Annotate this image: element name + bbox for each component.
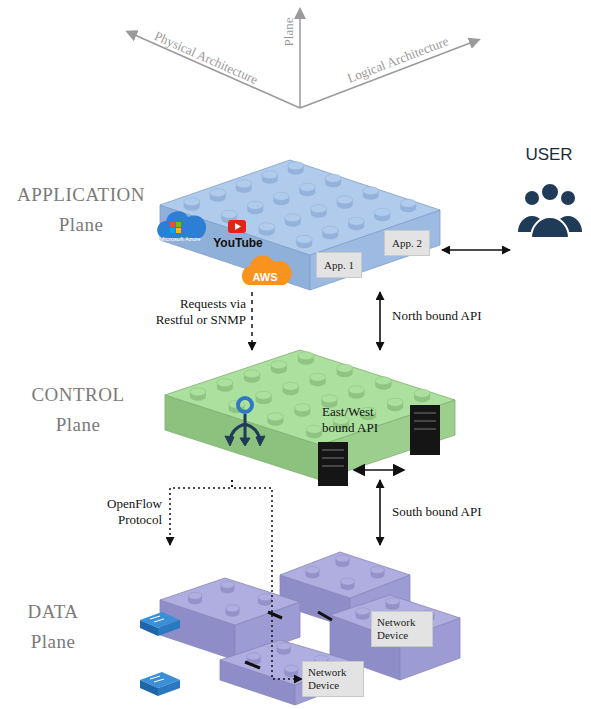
edge-label: North bound API	[392, 308, 522, 324]
connector	[251, 292, 253, 350]
axes	[128, 10, 478, 108]
application-plane: APPLICATION PlaneApp. 1App. 2	[160, 150, 442, 292]
axis-label: Physical Architecture	[152, 28, 260, 88]
block-studs	[190, 352, 430, 439]
connector	[232, 480, 302, 679]
box-label: App. 2	[392, 237, 422, 249]
axis-label: Logical Architecture	[345, 33, 451, 86]
east-west-arrow	[354, 469, 404, 471]
data-brick	[160, 578, 300, 660]
box-label: Network Device	[377, 616, 427, 642]
block-studs	[184, 162, 417, 249]
plane-label: APPLICATION Plane	[8, 180, 154, 240]
user-label: USER	[510, 145, 588, 165]
plane-label: DATA Plane	[15, 597, 91, 657]
control-symbol	[225, 398, 265, 446]
connector	[170, 480, 232, 545]
edge-label: Requests via Restful or SNMP	[150, 296, 246, 328]
logo-text: YouTube	[213, 236, 263, 250]
control-block	[165, 350, 455, 480]
connector	[379, 292, 381, 350]
block-studs	[306, 555, 385, 590]
brick-link	[245, 612, 332, 668]
control-plane: CONTROL Plane	[165, 350, 457, 480]
box-label: App. 1	[324, 259, 354, 271]
logo-text: AWS	[252, 271, 277, 283]
network-device-box: Network Device	[371, 611, 433, 647]
azure-logo	[157, 211, 206, 238]
block-studs	[188, 581, 272, 617]
edge-label: OpenFlow Protocol	[92, 496, 162, 528]
network-device-box: Network Device	[302, 661, 364, 697]
box-label: Network Device	[308, 666, 358, 692]
youtube-logo	[228, 220, 246, 233]
switch-icon	[140, 672, 180, 696]
server-icon	[318, 405, 440, 486]
axis-label: Plane	[281, 18, 297, 47]
logo-text: Microsoft Azure	[159, 236, 200, 242]
edge-label: South bound API	[392, 504, 522, 520]
switch-icon	[140, 612, 180, 636]
app-box: App. 2	[384, 230, 430, 256]
aws-logo	[242, 256, 292, 285]
user-icon	[518, 183, 582, 238]
api-label: East/West bound API	[322, 404, 406, 436]
app-box: App. 1	[316, 252, 362, 278]
connector	[379, 480, 381, 545]
connector	[442, 249, 510, 251]
user-group: USER	[510, 145, 588, 255]
plane-label: CONTROL Plane	[20, 380, 136, 440]
data-plane: DATA PlaneNetwork DeviceNetwork Device	[145, 545, 462, 707]
